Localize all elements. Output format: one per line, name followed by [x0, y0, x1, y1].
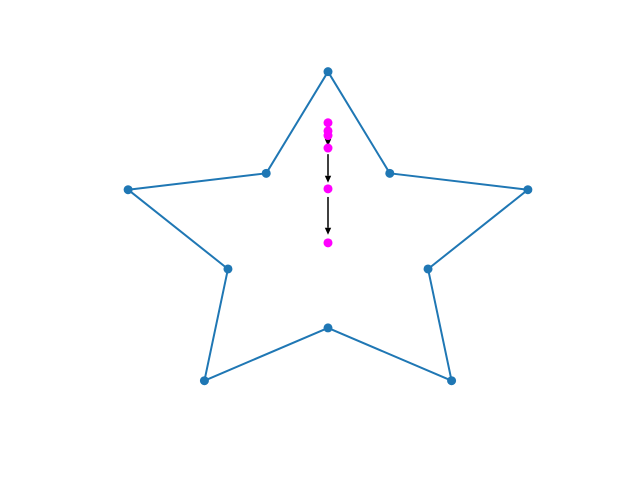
- magenta-point-3: [323, 143, 333, 153]
- star-vertex-point-3: [423, 264, 433, 274]
- star-vertex-point-0: [323, 67, 333, 77]
- arrow-head: [324, 227, 332, 235]
- magenta-point-layer: [323, 118, 333, 248]
- magenta-point-4: [323, 184, 333, 194]
- direction-arrow-4: [324, 196, 332, 235]
- star-vertex-point-2: [523, 185, 533, 195]
- direction-arrow-3: [324, 154, 332, 183]
- star-vertex-point-9: [261, 168, 271, 178]
- arrow-head: [324, 175, 332, 183]
- star-vertex-point-4: [447, 376, 457, 386]
- star-vertex-layer: [123, 67, 533, 386]
- magenta-point-5: [323, 238, 333, 248]
- star-vertex-point-7: [223, 264, 233, 274]
- magenta-point-2: [323, 131, 333, 141]
- star-vertex-point-8: [123, 185, 133, 195]
- magenta-point-0: [323, 118, 333, 128]
- star-vertex-point-6: [199, 376, 209, 386]
- star-vertex-point-1: [385, 168, 395, 178]
- star-vertex-point-5: [323, 323, 333, 333]
- arrow-head: [324, 139, 332, 147]
